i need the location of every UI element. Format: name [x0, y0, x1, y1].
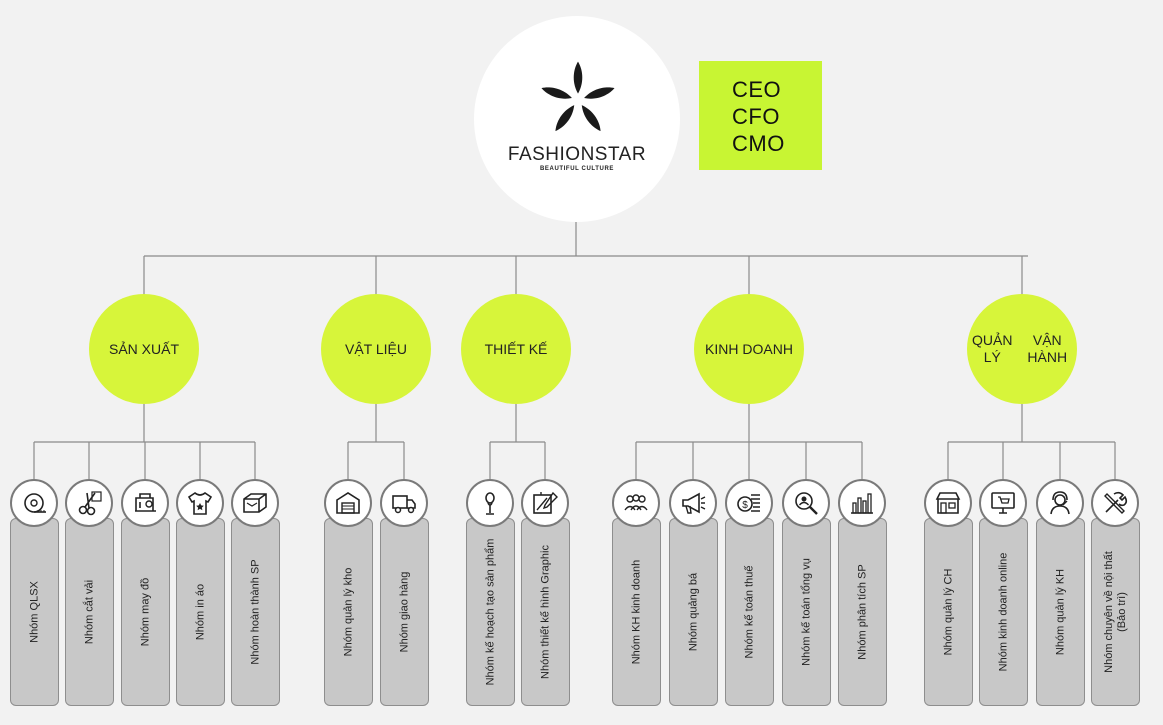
department-node: THIẾT KẾ — [461, 294, 571, 404]
package-icon — [231, 479, 279, 527]
group-card: Nhóm hoàn thành SP — [231, 518, 280, 706]
department-name: QUẢN LÝ — [972, 332, 1013, 365]
group-card: Nhóm quản lý KH — [1036, 518, 1085, 706]
department-node: SẢN XUẤT — [89, 294, 199, 404]
group-card: Nhóm may đồ — [121, 518, 170, 706]
executive-box: CEO CFO CMO — [699, 61, 822, 170]
department-name: THIẾT KẾ — [484, 340, 548, 357]
measuring-tape-icon — [10, 479, 58, 527]
group-label: Nhóm KH kinh doanh — [630, 559, 642, 665]
store-icon — [924, 479, 972, 527]
company-name: FASHIONSTAR — [507, 144, 647, 165]
department-node: KINH DOANH — [694, 294, 804, 404]
group-label: Nhóm chuyên về nội thất(Bảo trì) — [1102, 551, 1128, 673]
group-label: Nhóm kinh doanh online — [997, 552, 1009, 672]
group-card: Nhóm giao hàng — [380, 518, 429, 706]
group-card: Nhóm phân tích SP — [838, 518, 887, 706]
group-card: Nhóm in áo — [176, 518, 225, 706]
group-card: Nhóm quản lý CH — [924, 518, 973, 706]
team-icon — [612, 479, 660, 527]
coins-icon: $ — [725, 479, 773, 527]
group-card: Nhóm kế toán thuế — [725, 518, 774, 706]
group-card: Nhóm chuyên về nội thất(Bảo trì) — [1091, 518, 1140, 706]
star-flower-logo-icon — [541, 61, 615, 132]
group-label: Nhóm quản lý KH — [1054, 568, 1066, 656]
group-label: Nhóm cắt vải — [83, 579, 95, 645]
megaphone-icon — [669, 479, 717, 527]
exec-title: CMO — [732, 131, 785, 156]
support-agent-icon — [1036, 479, 1084, 527]
group-card: Nhóm kế toán tổng vụ — [782, 518, 831, 706]
group-card: Nhóm quảng bá — [669, 518, 718, 706]
group-label: Nhóm quản lý kho — [342, 567, 354, 657]
group-label: Nhóm kế toán tổng vụ — [800, 558, 812, 666]
scissors-icon — [65, 479, 113, 527]
department-node: QUẢN LÝ VẬN HÀNH — [967, 294, 1077, 404]
group-label: Nhóm giao hàng — [398, 571, 410, 653]
group-label: Nhóm may đồ — [139, 577, 151, 647]
design-tools-icon — [521, 479, 569, 527]
bar-chart-icon — [838, 479, 886, 527]
tools-icon — [1091, 479, 1139, 527]
warehouse-icon — [324, 479, 372, 527]
department-name: VẬN HÀNH — [1027, 332, 1068, 365]
group-label: Nhóm thiết kế hình Graphic — [539, 545, 551, 679]
svg-text:$: $ — [742, 500, 748, 511]
department-name: SẢN XUẤT — [108, 340, 179, 357]
group-label: Nhóm in áo — [194, 583, 206, 641]
tshirt-icon — [176, 479, 224, 527]
group-card: Nhóm cắt vải — [65, 518, 114, 706]
group-card: Nhóm quản lý kho — [324, 518, 373, 706]
group-label: Nhóm hoàn thành SP — [249, 559, 261, 665]
department-node: VẬT LIỆU — [321, 294, 431, 404]
company-logo: FASHIONSTAR BEAUTIFUL CULTURE — [474, 16, 680, 222]
group-card: Nhóm kế hoạch tạo sản phẩm — [466, 518, 515, 706]
online-shop-icon — [979, 479, 1027, 527]
group-card: Nhóm thiết kế hình Graphic — [521, 518, 570, 706]
mannequin-icon — [466, 479, 514, 527]
exec-title: CFO — [732, 104, 780, 129]
search-person-icon — [782, 479, 830, 527]
department-name: KINH DOANH — [705, 340, 793, 357]
group-label: Nhóm quảng bá — [687, 572, 699, 652]
exec-title: CEO — [732, 77, 782, 102]
group-card: Nhóm QLSX — [10, 518, 59, 706]
group-card: Nhóm KH kinh doanh — [612, 518, 661, 706]
group-label: Nhóm phân tích SP — [856, 564, 868, 660]
company-tagline: BEAUTIFUL CULTURE — [540, 166, 614, 172]
truck-icon — [380, 479, 428, 527]
group-label: Nhóm quản lý CH — [942, 568, 954, 656]
sewing-machine-icon — [121, 479, 169, 527]
group-card: Nhóm kinh doanh online — [979, 518, 1028, 706]
group-label: Nhóm kế toán thuế — [743, 565, 755, 659]
group-label: Nhóm QLSX — [28, 581, 40, 643]
group-label: Nhóm kế hoạch tạo sản phẩm — [484, 538, 496, 686]
department-name: VẬT LIỆU — [345, 340, 407, 357]
